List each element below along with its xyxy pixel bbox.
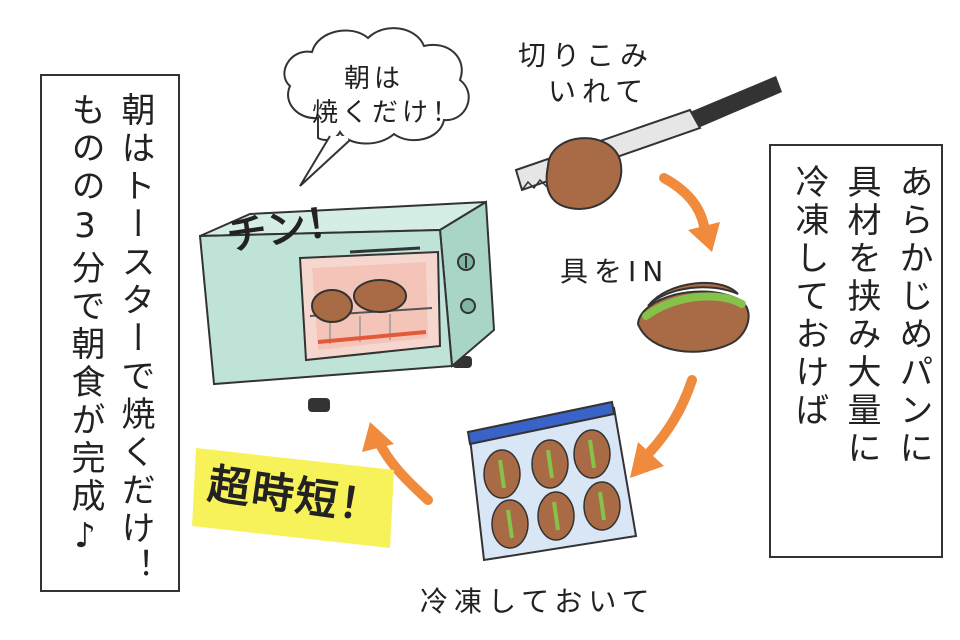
freezer-bag-icon [466, 400, 638, 562]
right-caption-line-3: 冷凍しておけば [789, 164, 829, 430]
speech-line-2: 焼くだけ！ [312, 98, 463, 128]
arrow-down-left-icon [630, 375, 697, 478]
left-caption-box [40, 74, 180, 592]
step-fill-label: 具をIN [560, 255, 670, 288]
left-caption-line-2: ものの3分で朝食が完成♪ [65, 92, 105, 560]
speech-line-1: 朝は [344, 64, 405, 94]
toaster-oven-icon [198, 200, 496, 412]
speech-bubble-icon [283, 27, 470, 187]
highlight-marker [192, 448, 394, 548]
step-cut-line-1: 切りこみ [518, 39, 655, 72]
right-caption-box [769, 144, 943, 558]
arrow-down-icon [659, 173, 720, 252]
bread-icon [545, 137, 623, 210]
left-caption-line-1: 朝はトースターで焼くだけ！ [115, 92, 155, 586]
right-caption-line-2: 具材を挟み大量に [841, 164, 881, 468]
sandwich-icon [636, 282, 750, 353]
step-freeze-label: 冷凍しておいて [420, 585, 656, 618]
arrow-up-left-icon [362, 422, 433, 505]
step-cut-line-2: いれて [548, 75, 650, 108]
right-caption-line-1: あらかじめパンに [893, 164, 933, 468]
